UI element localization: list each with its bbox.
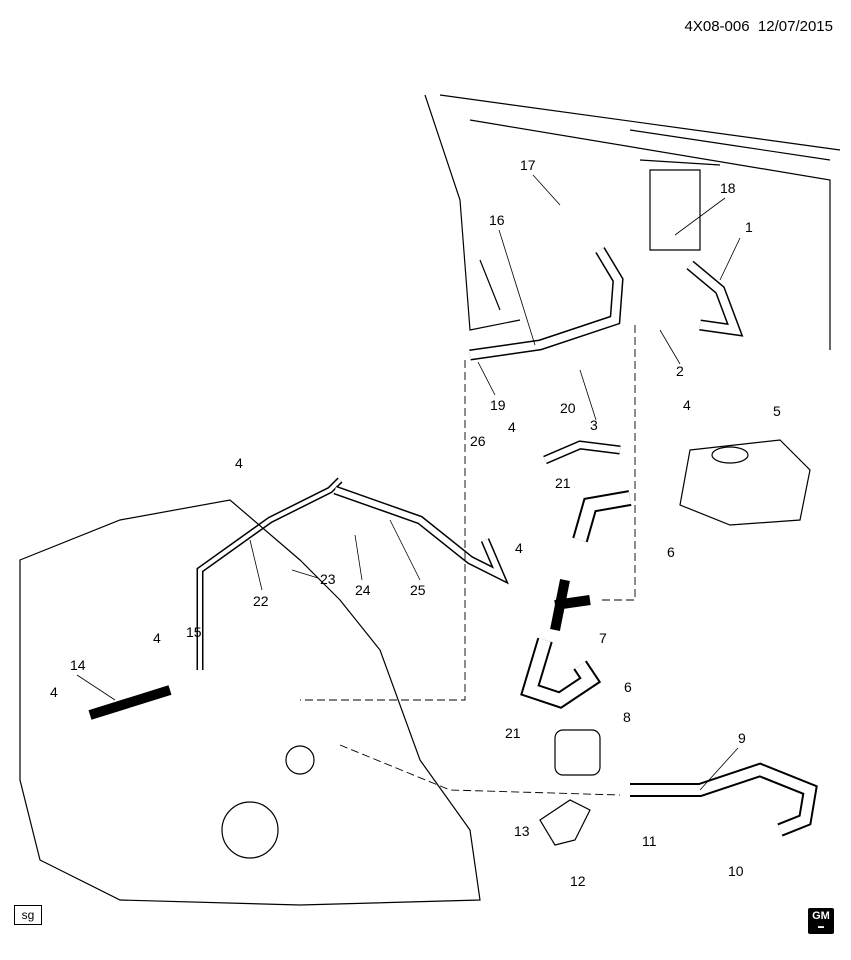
pipe-25-fill bbox=[334, 487, 506, 582]
callout-21b: 21 bbox=[505, 725, 521, 741]
callout-4f: 4 bbox=[50, 684, 58, 700]
callout-labels: 1 2 3 4 5 6 7 8 9 10 11 12 13 14 15 16 1… bbox=[50, 157, 781, 889]
leader-line-22 bbox=[249, 539, 263, 591]
callout-13: 13 bbox=[514, 823, 530, 839]
leader-2-7 bbox=[600, 325, 636, 601]
leader-line-17 bbox=[532, 174, 561, 206]
leader-line-2 bbox=[659, 329, 681, 365]
callout-4e: 4 bbox=[153, 630, 161, 646]
bracket-12 bbox=[539, 799, 591, 846]
callout-6b: 6 bbox=[624, 679, 632, 695]
callout-5: 5 bbox=[773, 403, 781, 419]
callout-26: 26 bbox=[470, 433, 486, 449]
callout-3: 3 bbox=[590, 417, 598, 433]
engine-pulley bbox=[221, 801, 279, 859]
coolant-reservoir bbox=[679, 439, 811, 526]
callout-2: 2 bbox=[676, 363, 684, 379]
callout-20: 20 bbox=[560, 400, 576, 416]
callout-leaders bbox=[76, 174, 741, 791]
reservoir-cap bbox=[711, 446, 749, 464]
pipe-20-fill bbox=[543, 441, 621, 463]
pipe-22-fill bbox=[198, 478, 342, 670]
callout-24: 24 bbox=[355, 582, 371, 598]
hose-9-fill bbox=[630, 764, 816, 835]
callout-15: 15 bbox=[186, 624, 202, 640]
leader-19 bbox=[300, 360, 466, 701]
leader-line-16 bbox=[498, 229, 536, 346]
panel-opening bbox=[639, 159, 721, 251]
pipe-22 bbox=[196, 477, 343, 670]
callout-19: 19 bbox=[490, 397, 506, 413]
sg-tag: sg bbox=[14, 905, 42, 925]
engine-port bbox=[285, 745, 315, 775]
callout-4d: 4 bbox=[515, 540, 523, 556]
gm-logo-underline: ▬ bbox=[818, 924, 824, 930]
leader-line-14 bbox=[76, 674, 116, 701]
line-art bbox=[19, 94, 841, 906]
callout-4b: 4 bbox=[508, 419, 516, 435]
callout-17: 17 bbox=[520, 157, 536, 173]
leader-line-3 bbox=[579, 369, 597, 421]
callout-6a: 6 bbox=[667, 544, 675, 560]
callout-22: 22 bbox=[253, 593, 269, 609]
hose-1-fill bbox=[687, 261, 742, 335]
callout-7: 7 bbox=[599, 630, 607, 646]
hose-21-lower-fill bbox=[522, 638, 599, 707]
hose-16-fill bbox=[469, 247, 623, 359]
callout-23: 23 bbox=[320, 571, 336, 587]
callout-16: 16 bbox=[489, 212, 505, 228]
diagram-id-header: 4X08-006 12/07/2015 bbox=[685, 18, 833, 35]
callout-9: 9 bbox=[738, 730, 746, 746]
hose-14 bbox=[88, 685, 172, 720]
callout-11: 11 bbox=[642, 833, 657, 849]
leader-line-23 bbox=[291, 569, 319, 579]
body-panel bbox=[424, 94, 841, 350]
diagram-date: 12/07/2015 bbox=[757, 18, 833, 35]
leader-line-25 bbox=[389, 519, 421, 581]
callout-4c: 4 bbox=[235, 455, 243, 471]
water-pump bbox=[554, 729, 601, 776]
engine-block bbox=[19, 499, 481, 906]
hose-21-upper-fill bbox=[574, 492, 632, 542]
callout-8: 8 bbox=[623, 709, 631, 725]
callout-25: 25 bbox=[410, 582, 426, 598]
callout-12: 12 bbox=[570, 873, 586, 889]
callout-14: 14 bbox=[70, 657, 86, 673]
leader-line-1 bbox=[719, 237, 741, 281]
gm-logo: GM ▬ bbox=[808, 908, 834, 934]
leader-line-24 bbox=[354, 534, 363, 581]
callout-21a: 21 bbox=[555, 475, 571, 491]
gm-logo-text: GM bbox=[812, 910, 830, 922]
callout-1: 1 bbox=[745, 219, 753, 235]
tee-fitting-7 bbox=[550, 579, 591, 631]
callout-18: 18 bbox=[720, 180, 736, 196]
diagram-code: 4X08-006 bbox=[684, 18, 750, 35]
callout-10: 10 bbox=[728, 863, 744, 879]
leader-11 bbox=[339, 744, 621, 796]
leader-line-18 bbox=[674, 197, 726, 236]
callout-4a: 4 bbox=[683, 397, 691, 413]
hose-16 bbox=[469, 247, 624, 361]
leader-line-9 bbox=[699, 747, 739, 791]
leader-line-19 bbox=[477, 361, 496, 396]
